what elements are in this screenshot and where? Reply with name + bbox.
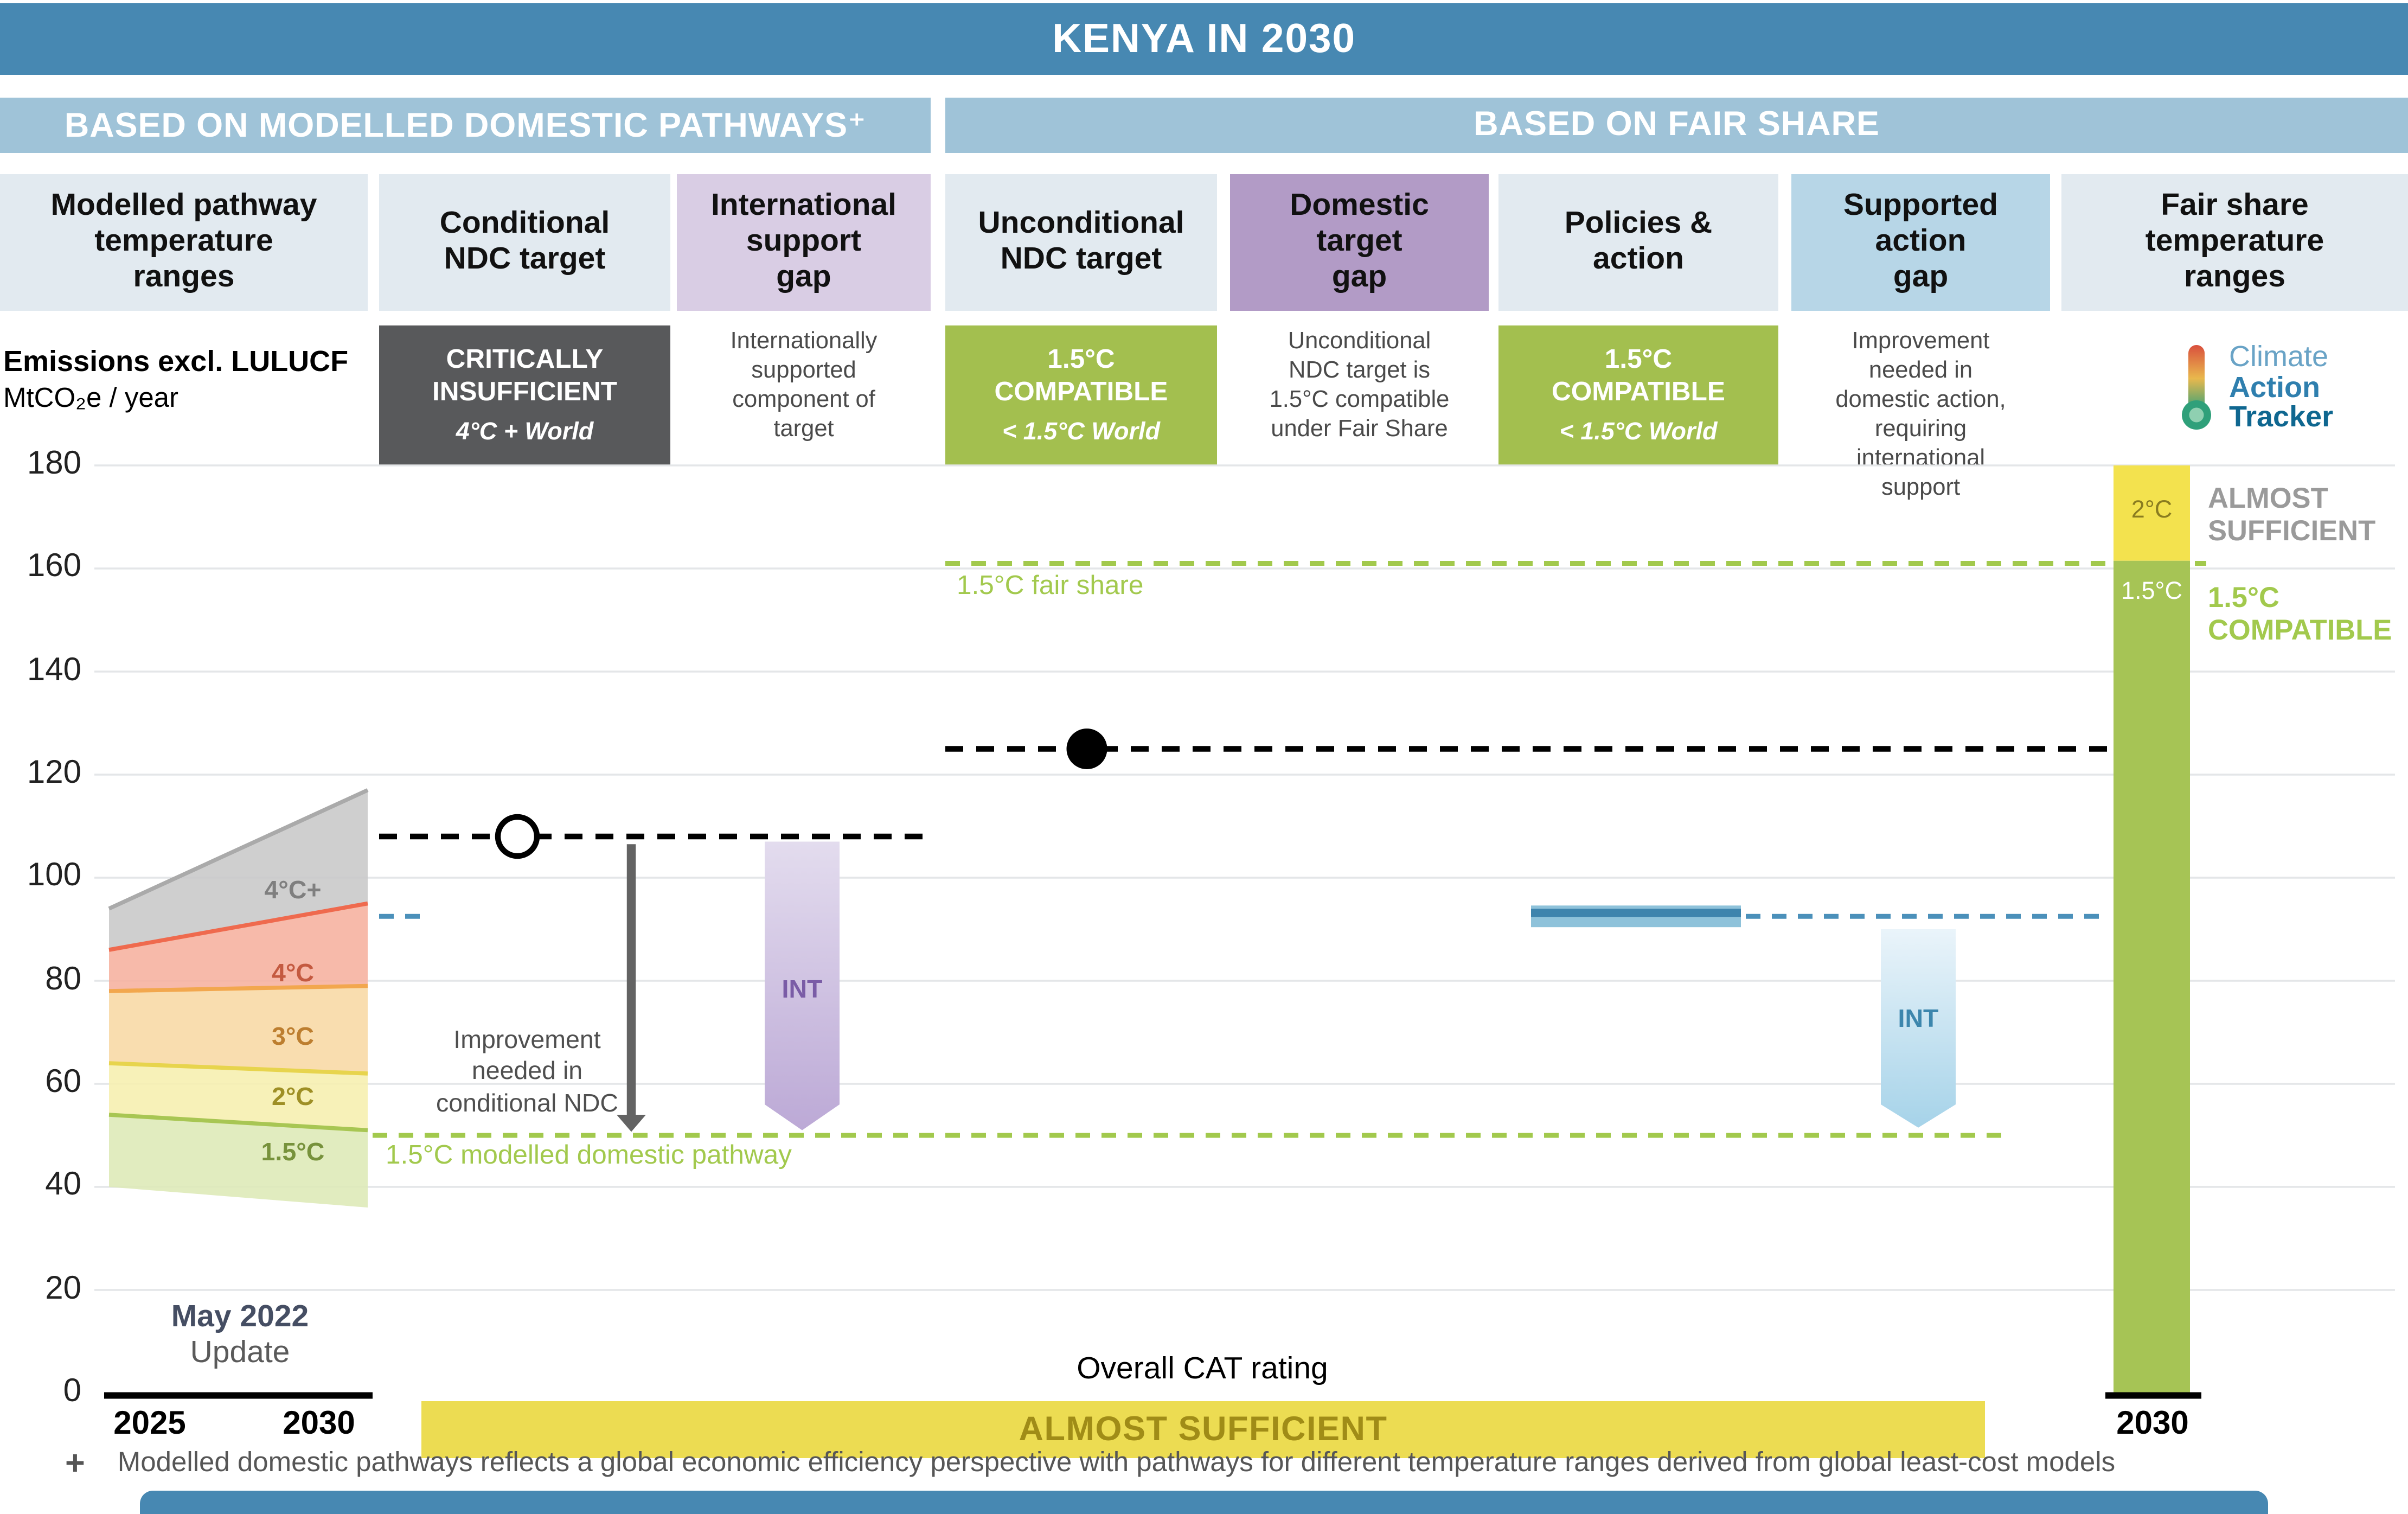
unconditional-ndc-marker <box>1066 729 1107 769</box>
y-axis-unit-line2: MtCO₂e / year <box>3 382 179 413</box>
fan-band <box>109 1063 368 1130</box>
international-support-gap-arrow <box>765 841 840 1130</box>
section-header-modelled-pathways: BASED ON MODELLED DOMESTIC PATHWAYS⁺ <box>0 98 931 153</box>
column-header-unconditional-ndc: Unconditional NDC target <box>945 174 1217 311</box>
fan-band-edge <box>108 788 369 911</box>
y-axis-unit-label: Emissions excl. LULUCF MtCO₂e / year <box>3 345 348 415</box>
overall-cat-rating-label: Overall CAT rating <box>1077 1352 1328 1387</box>
fan-band-edge <box>108 901 368 952</box>
fair-share-bar-segment <box>2114 560 2190 1393</box>
footnote-marker-icon: + <box>65 1445 85 1483</box>
column-header-modelled-pathway-ranges: Modelled pathway temperature ranges <box>0 174 368 311</box>
update-note: May 2022 Update <box>130 1300 350 1372</box>
x-axis-label-2025: 2025 <box>113 1406 186 1442</box>
fair-share-line-label: 1.5°C fair share <box>957 571 1144 601</box>
note-international-support-gap: Internationally supported component of t… <box>730 329 878 443</box>
int-label-international-support: INT <box>782 976 823 1004</box>
side-label-almost-sufficient: ALMOST SUFFICIENT <box>2208 482 2376 546</box>
fair-share-bar-segment <box>2114 465 2190 561</box>
fan-band <box>109 790 368 950</box>
overall-cat-rating-badge: ALMOST SUFFICIENT <box>421 1401 1985 1458</box>
fan-band <box>109 903 368 991</box>
footnote: + Modelled domestic pathways reflects a … <box>65 1447 2392 1481</box>
update-word: Update <box>190 1336 290 1370</box>
rating-badge-unconditional-ndc: 1.5°C COMPATIBLE < 1.5°C World <box>945 325 1217 465</box>
fan-band <box>109 986 368 1074</box>
footnote-text: Modelled domestic pathways reflects a gl… <box>117 1447 2116 1478</box>
improvement-needed-label: Improvement needed in conditional NDC <box>436 1027 618 1118</box>
fair-share-bar-label-15c: 1.5°C <box>2121 578 2183 605</box>
column-header-fair-share-ranges: Fair share temperature ranges <box>2061 174 2408 311</box>
conditional-ndc-marker <box>495 814 540 859</box>
y-axis-unit-line1: Emissions excl. LULUCF <box>3 345 349 378</box>
rating-badge-policies-action: 1.5°C COMPATIBLE < 1.5°C World <box>1498 325 1778 465</box>
climate-action-tracker-logo: Climate Action Tracker <box>2177 340 2334 434</box>
rating-badge-conditional-ndc: CRITICALLY INSUFFICIENT 4°C + World <box>379 325 670 465</box>
x-axis-label-2030-right: 2030 <box>2116 1406 2189 1442</box>
fan-band <box>109 1115 368 1208</box>
x-axis-label-2030-left: 2030 <box>283 1406 355 1442</box>
policies-action-bar-core <box>1531 909 1741 917</box>
rating-label: 1.5°C COMPATIBLE <box>1552 345 1725 407</box>
fan-band-edge <box>108 1061 368 1076</box>
column-header-international-support-gap: International support gap <box>677 174 931 311</box>
rating-world: < 1.5°C World <box>1002 418 1160 446</box>
column-header-supported-action-gap: Supported action gap <box>1791 174 2050 311</box>
logo-line-action: Action <box>2229 370 2320 404</box>
logo-line-climate: Climate <box>2229 340 2329 373</box>
improvement-arrow-head <box>617 1115 646 1132</box>
rating-label: 1.5°C COMPATIBLE <box>994 345 1168 407</box>
thermometer-icon <box>2182 345 2211 430</box>
next-section-bar <box>140 1491 2268 1514</box>
side-label-15-compatible: 1.5°C COMPATIBLE <box>2208 581 2392 646</box>
rating-world: 4°C + World <box>456 418 594 446</box>
logo-line-tracker: Tracker <box>2229 401 2334 434</box>
page-title: KENYA IN 2030 <box>0 3 2408 75</box>
rating-label: CRITICALLY INSUFFICIENT <box>432 345 617 407</box>
note-supported-action-gap: Improvement needed in domestic action, r… <box>1835 329 2006 501</box>
domestic-pathway-line-label: 1.5°C modelled domestic pathway <box>386 1141 792 1170</box>
fair-share-bar-label-2c: 2°C <box>2131 496 2173 524</box>
section-header-fair-share: BASED ON FAIR SHARE <box>945 98 2408 153</box>
fan-band-edge <box>108 983 368 993</box>
logo-text: Climate Action Tracker <box>2229 340 2334 434</box>
update-date: May 2022 <box>171 1300 309 1334</box>
fan-band-edge <box>108 1113 368 1133</box>
supported-action-gap-arrow <box>1881 929 1956 1128</box>
column-header-conditional-ndc: Conditional NDC target <box>379 174 670 311</box>
column-header-policies-action: Policies & action <box>1498 174 1778 311</box>
rating-world: < 1.5°C World <box>1559 418 1718 446</box>
note-domestic-target-gap: Unconditional NDC target is 1.5°C compat… <box>1269 329 1450 443</box>
int-label-supported-action: INT <box>1898 1006 1939 1033</box>
column-header-domestic-target-gap: Domestic target gap <box>1230 174 1489 311</box>
